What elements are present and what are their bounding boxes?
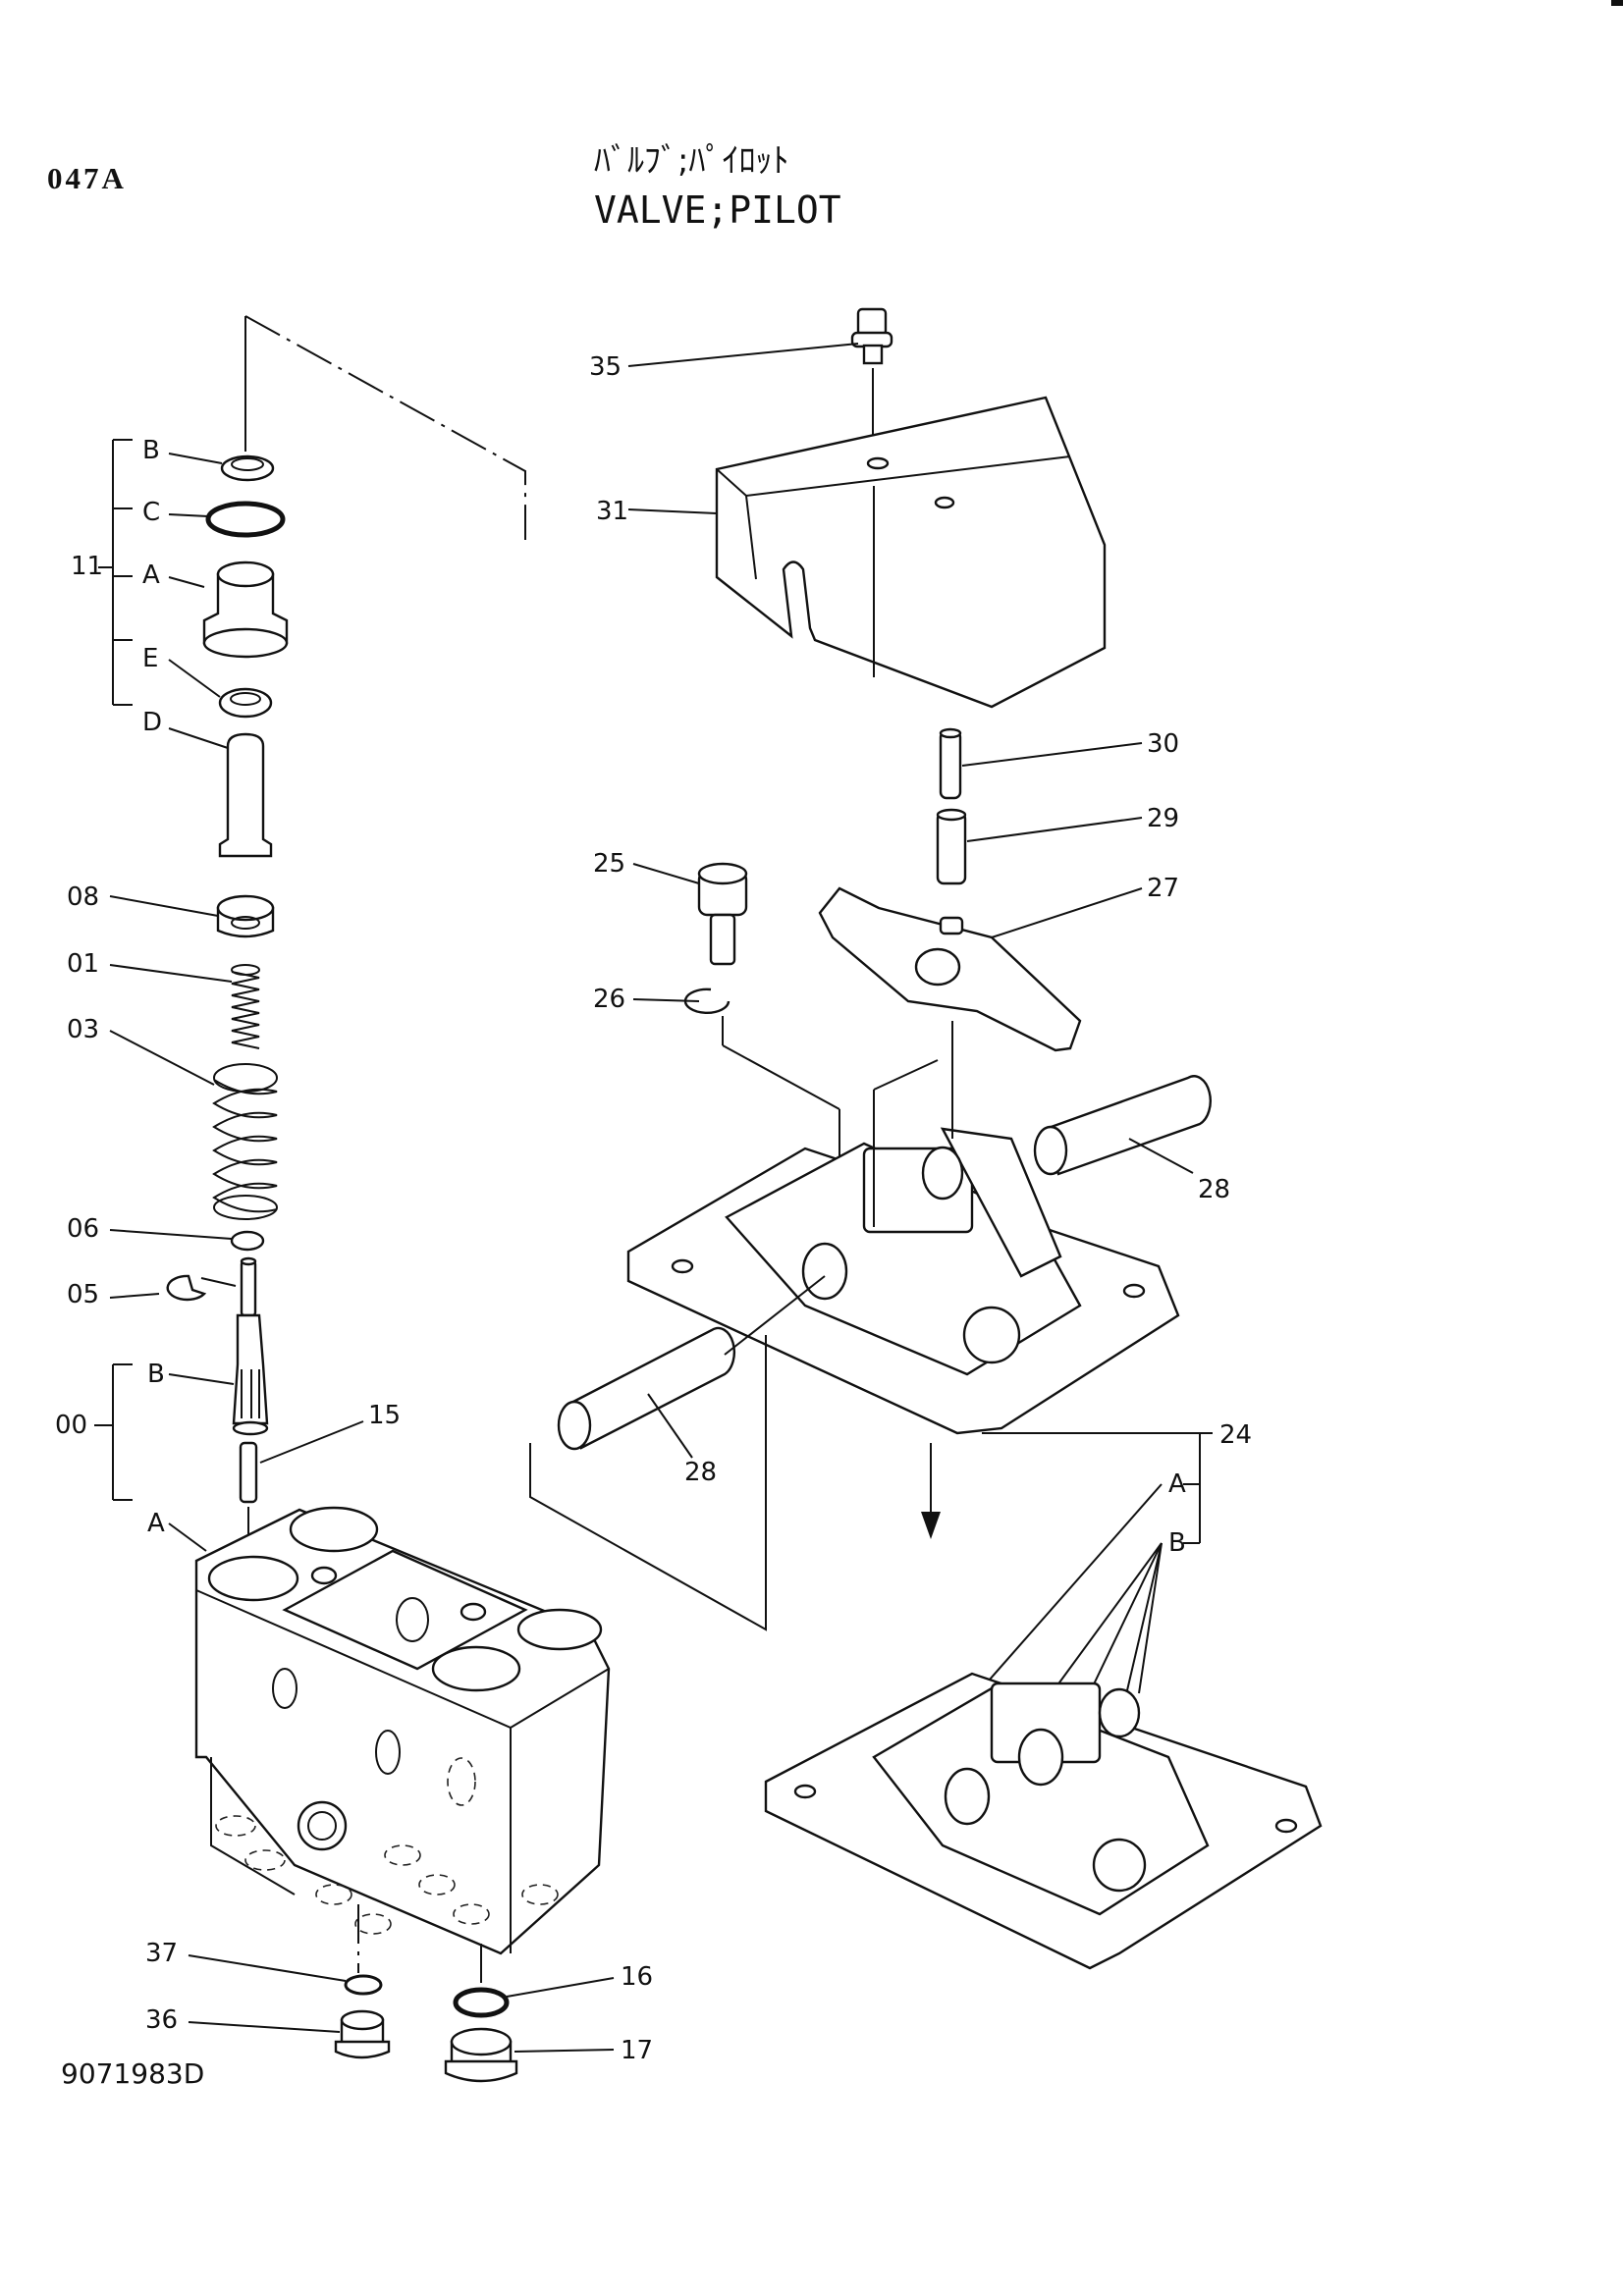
callout-31: 31 [596, 497, 718, 526]
svg-text:08: 08 [67, 882, 99, 912]
part-29-sleeve [936, 808, 967, 885]
svg-text:27: 27 [1147, 874, 1179, 903]
svg-text:A: A [142, 561, 160, 590]
svg-text:00: 00 [55, 1411, 87, 1440]
callout-27: 27 [991, 874, 1179, 938]
callout-25: 25 [593, 849, 700, 884]
svg-text:36: 36 [145, 2005, 178, 2035]
callout-35: 35 [589, 343, 859, 382]
part-24-base-exploded [626, 1021, 1180, 1435]
direction-arrow [921, 1443, 941, 1539]
svg-text:A: A [1168, 1469, 1186, 1499]
part-01-inner-spring [231, 964, 260, 1049]
svg-text:31: 31 [596, 497, 628, 526]
callout-08: 08 [67, 882, 219, 917]
callout-36: 36 [145, 2005, 341, 2035]
part-25-capscrew [697, 862, 748, 966]
part-28-pin-upper [1033, 1075, 1212, 1176]
svg-text:15: 15 [368, 1401, 401, 1430]
svg-text:11: 11 [71, 552, 103, 581]
part-27-plate [818, 886, 1082, 1052]
part-24-base-assembled [764, 1672, 1323, 1970]
callout-28-lower: 28 [647, 1393, 717, 1487]
part-36-plug [334, 2009, 391, 2059]
svg-text:B: B [1168, 1528, 1186, 1558]
svg-text:24: 24 [1219, 1420, 1252, 1450]
part-16-oring [453, 1987, 510, 2018]
title-japanese: ﾊﾞﾙﾌﾞ;ﾊﾟｲﾛｯﾄ [594, 141, 789, 181]
svg-text:01: 01 [67, 949, 99, 979]
part-35-bolt [850, 307, 893, 456]
part-28-pin-lower [529, 1275, 826, 1502]
part-00b-spool [232, 1256, 269, 1436]
callout-28-upper: 28 [1128, 1138, 1230, 1204]
scan-corner-mark [1611, 0, 1623, 6]
callout-11-bracket: 11 B C A E D [71, 436, 162, 737]
part-11b-seal [168, 453, 275, 482]
part-11c-oring [168, 501, 286, 538]
svg-text:E: E [142, 644, 158, 673]
callout-17: 17 [514, 2036, 653, 2065]
svg-text:28: 28 [1198, 1175, 1230, 1204]
callout-01: 01 [67, 949, 233, 983]
part-03-outer-spring [212, 1063, 278, 1220]
part-31-cover [715, 396, 1107, 709]
part-00a-body [194, 1506, 611, 1993]
svg-text:28: 28 [684, 1458, 717, 1487]
svg-text:C: C [142, 498, 160, 527]
page-code: 047A [47, 161, 127, 195]
callout-03: 03 [67, 1015, 215, 1086]
part-05-retainer [166, 1274, 237, 1302]
svg-text:D: D [142, 708, 162, 737]
svg-text:B: B [147, 1360, 165, 1389]
part-11a-bushing [168, 561, 289, 659]
callout-16: 16 [506, 1962, 653, 1998]
part-11d-plunger [168, 727, 273, 858]
svg-text:16: 16 [621, 1962, 653, 1992]
part-11e-ring [168, 659, 273, 719]
svg-text:17: 17 [621, 2036, 653, 2065]
svg-text:03: 03 [67, 1015, 99, 1044]
part-17-plug [444, 2027, 518, 2083]
callout-24-bracket: 24 A B [981, 1420, 1252, 1714]
svg-text:25: 25 [593, 849, 625, 879]
svg-text:37: 37 [145, 1939, 178, 1968]
part-15-pin [239, 1441, 258, 1551]
callout-05: 05 [67, 1280, 160, 1309]
part-06-washer [230, 1230, 265, 1252]
callout-29: 29 [966, 804, 1179, 842]
svg-text:06: 06 [67, 1214, 99, 1244]
svg-text:05: 05 [67, 1280, 99, 1309]
callout-15: 15 [259, 1401, 401, 1464]
callout-37: 37 [145, 1939, 347, 1982]
part-30-pin [939, 727, 962, 800]
callout-26: 26 [593, 985, 700, 1014]
svg-text:26: 26 [593, 985, 625, 1014]
part-37-oring [344, 1974, 383, 1996]
callout-06: 06 [67, 1214, 233, 1244]
drawing-number: 9071983D [61, 2057, 205, 2090]
svg-text:30: 30 [1147, 729, 1179, 759]
svg-text:B: B [142, 436, 160, 465]
svg-text:A: A [147, 1509, 165, 1538]
svg-text:29: 29 [1147, 804, 1179, 833]
part-08-spring-seat [216, 894, 275, 938]
callout-30: 30 [961, 729, 1179, 767]
title-english: VALVE;PILOT [594, 188, 841, 232]
callout-00-bracket: 00 B A [55, 1360, 235, 1552]
svg-text:35: 35 [589, 352, 622, 382]
